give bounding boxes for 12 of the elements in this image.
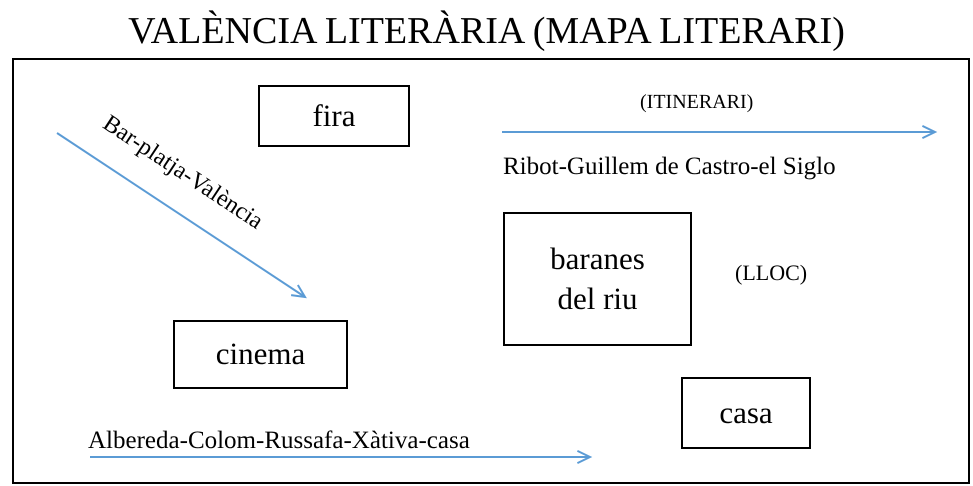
place-box: [681, 377, 811, 449]
route-label: Albereda-Colom-Russafa-Xàtiva-casa: [88, 428, 470, 453]
place-name: casa: [718, 394, 774, 432]
place-name: baranes del riu: [549, 240, 646, 318]
place-box: [173, 320, 348, 389]
place-box: [503, 212, 692, 346]
place-name: fira: [311, 96, 357, 135]
category-label: (LLOC): [735, 262, 808, 284]
route-label: Ribot-Guillem de Castro-el Siglo: [503, 154, 836, 179]
category-label: (ITINERARI): [640, 92, 754, 112]
map-title: VALÈNCIA LITERÀRIA (MAPA LITERARI): [127, 12, 846, 50]
place-name: cinema: [214, 335, 306, 374]
